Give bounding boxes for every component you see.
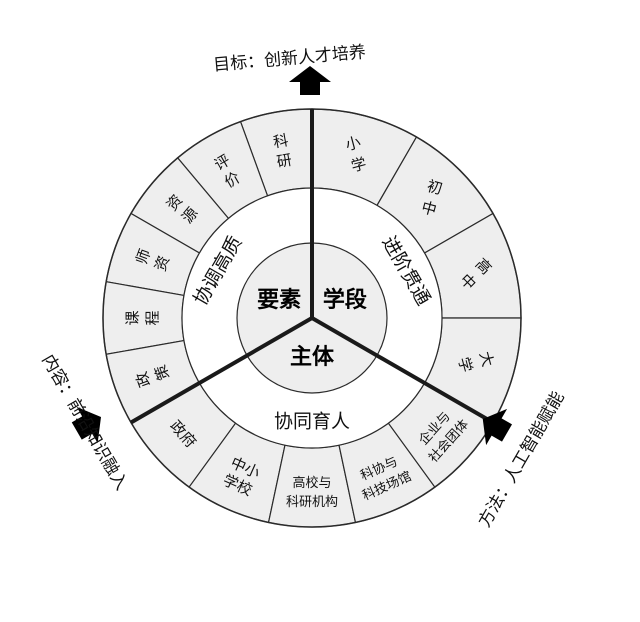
stage-segment-label: 小学 xyxy=(343,133,368,176)
sector-separator xyxy=(310,316,494,425)
subject-segment-label: 中小学校 xyxy=(220,453,262,499)
stage-segment-label: 大学 xyxy=(454,349,497,374)
subject-segment-label: 高校与科研机构 xyxy=(286,475,338,510)
goal-label: 目标：创新人才培养 xyxy=(212,42,366,75)
element-segment-label: 政策 xyxy=(132,362,173,389)
content-arrow-icon xyxy=(71,406,101,444)
method-arrow-icon xyxy=(482,408,512,446)
core-label-elements: 要素 xyxy=(257,287,301,313)
sector-separators xyxy=(130,109,494,425)
element-segment-label: 科研 xyxy=(272,131,293,171)
goal-arrow-icon xyxy=(289,66,331,95)
sector-separator xyxy=(130,316,313,425)
core-label-stages: 学段 xyxy=(323,287,367,313)
middle-label-subjects: 协同育人 xyxy=(274,411,350,433)
core-label-subjects: 主体 xyxy=(290,345,335,370)
stage-segment-label: 初中 xyxy=(419,177,444,220)
element-segment-label: 课程 xyxy=(124,310,162,325)
element-segment-label: 师资 xyxy=(132,246,173,273)
